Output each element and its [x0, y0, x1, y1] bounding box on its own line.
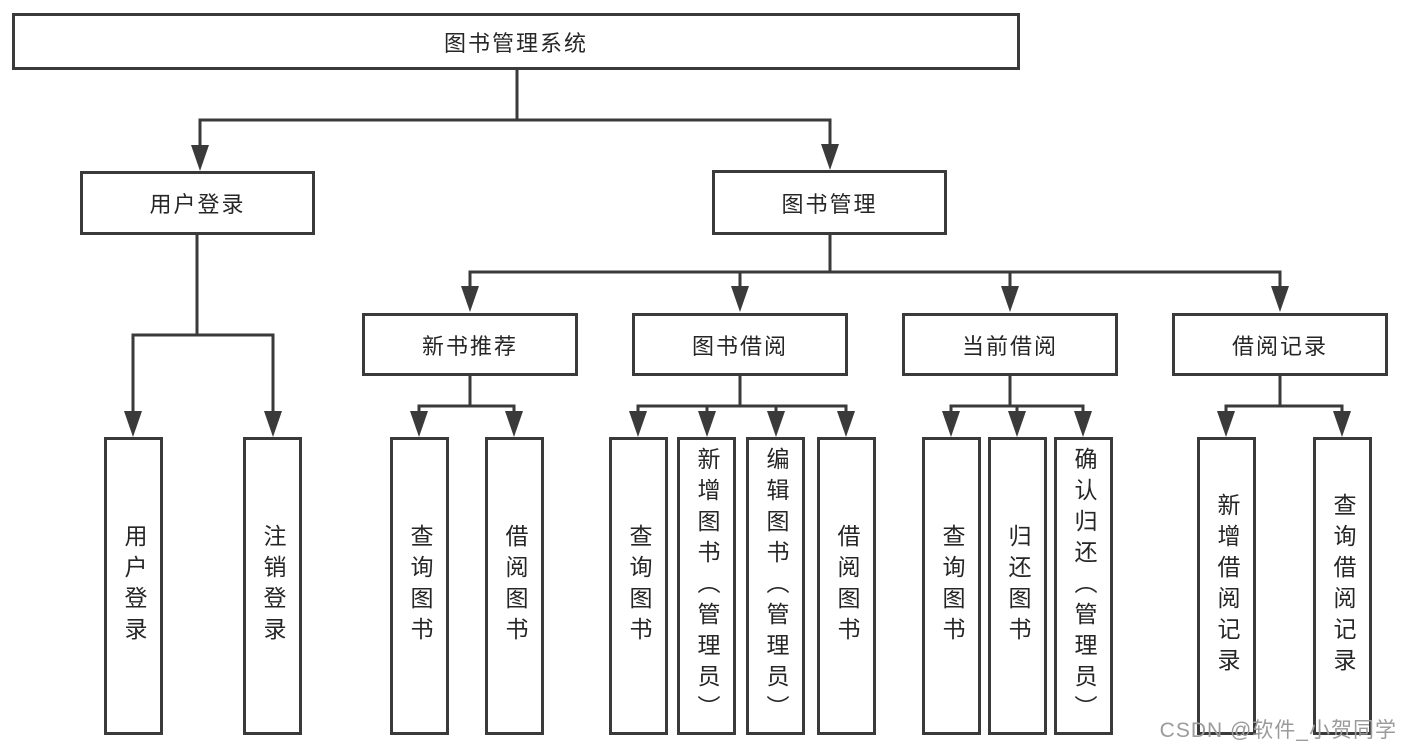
connector-line	[636, 376, 848, 413]
leaf-user-login-label: 用户登录	[121, 524, 147, 648]
leaf-borrow-book-2-label: 借阅图书	[834, 524, 860, 648]
node-book-management: 图书管理	[712, 170, 947, 235]
leaf-confirm-return-admin-label: 确认归还（管理员）	[1071, 446, 1097, 726]
leaf-query-borrow-record: 查询借阅记录	[1313, 437, 1372, 735]
node-new-book-recommend: 新书推荐	[362, 313, 578, 376]
arrowhead-icon	[1271, 286, 1289, 312]
node-new-book-recommend-label: 新书推荐	[421, 333, 518, 359]
leaf-add-borrow-record: 新增借阅记录	[1197, 437, 1256, 735]
arrowhead-icon	[837, 411, 855, 437]
leaf-return-book: 归还图书	[988, 437, 1047, 735]
leaf-query-book-3-label: 查询图书	[939, 524, 965, 648]
node-borrow-record: 借阅记录	[1172, 313, 1388, 376]
leaf-user-login: 用户登录	[104, 437, 163, 735]
node-current-borrow: 当前借阅	[902, 313, 1118, 376]
node-root: 图书管理系统	[12, 13, 1020, 70]
leaf-add-borrow-record-label: 新增借阅记录	[1214, 493, 1240, 679]
leaf-add-book-admin-label: 新增图书（管理员）	[694, 446, 720, 726]
leaf-confirm-return-admin: 确认归还（管理员）	[1054, 437, 1113, 735]
leaf-query-borrow-record-label: 查询借阅记录	[1330, 493, 1356, 679]
connector-line	[198, 70, 832, 146]
leaf-edit-book-admin: 编辑图书（管理员）	[746, 437, 805, 735]
node-current-borrow-label: 当前借阅	[961, 333, 1058, 359]
arrowhead-icon	[410, 411, 428, 437]
arrowhead-icon	[629, 411, 647, 437]
node-root-label: 图书管理系统	[443, 30, 588, 56]
leaf-borrow-book-1: 借阅图书	[485, 437, 544, 735]
node-user-login-label: 用户登录	[149, 192, 246, 217]
connector-line	[417, 376, 516, 413]
leaf-borrow-book-2: 借阅图书	[817, 437, 876, 735]
connector-line	[949, 376, 1085, 413]
leaf-logout: 注销登录	[243, 437, 302, 735]
leaf-borrow-book-1-label: 借阅图书	[502, 524, 528, 648]
arrowhead-icon	[1217, 411, 1235, 437]
leaf-add-book-admin: 新增图书（管理员）	[677, 437, 736, 735]
leaf-query-book-2-label: 查询图书	[626, 524, 652, 648]
node-book-borrow-label: 图书借阅	[691, 333, 788, 359]
node-user-login: 用户登录	[80, 171, 315, 235]
leaf-return-book-label: 归还图书	[1005, 524, 1031, 648]
connector-line	[1224, 376, 1344, 413]
arrowhead-icon	[264, 411, 282, 437]
connector-line	[131, 235, 275, 412]
arrowhead-icon	[1001, 286, 1019, 312]
node-book-management-label: 图书管理	[781, 191, 878, 217]
arrowhead-icon	[191, 145, 209, 171]
leaf-query-book-1-label: 查询图书	[407, 524, 433, 648]
arrowhead-icon	[461, 286, 479, 312]
leaf-query-book-2: 查询图书	[609, 437, 668, 735]
node-book-borrow: 图书借阅	[632, 313, 848, 376]
arrowhead-icon	[505, 411, 523, 437]
arrowhead-icon	[698, 411, 716, 437]
csdn-watermark: CSDN @软件_小贺同学	[1159, 719, 1397, 742]
connector-line	[468, 235, 1282, 287]
arrowhead-icon	[821, 144, 839, 170]
arrowhead-icon	[1333, 411, 1351, 437]
arrowhead-icon	[1008, 411, 1026, 437]
leaf-edit-book-admin-label: 编辑图书（管理员）	[763, 446, 789, 726]
leaf-logout-label: 注销登录	[260, 524, 286, 648]
arrowhead-icon	[1074, 411, 1092, 437]
node-borrow-record-label: 借阅记录	[1231, 333, 1328, 359]
arrowhead-icon	[124, 411, 142, 437]
arrowhead-icon	[942, 411, 960, 437]
arrowhead-icon	[731, 286, 749, 312]
arrowhead-icon	[767, 411, 785, 437]
leaf-query-book-3: 查询图书	[922, 437, 981, 735]
leaf-query-book-1: 查询图书	[390, 437, 449, 735]
